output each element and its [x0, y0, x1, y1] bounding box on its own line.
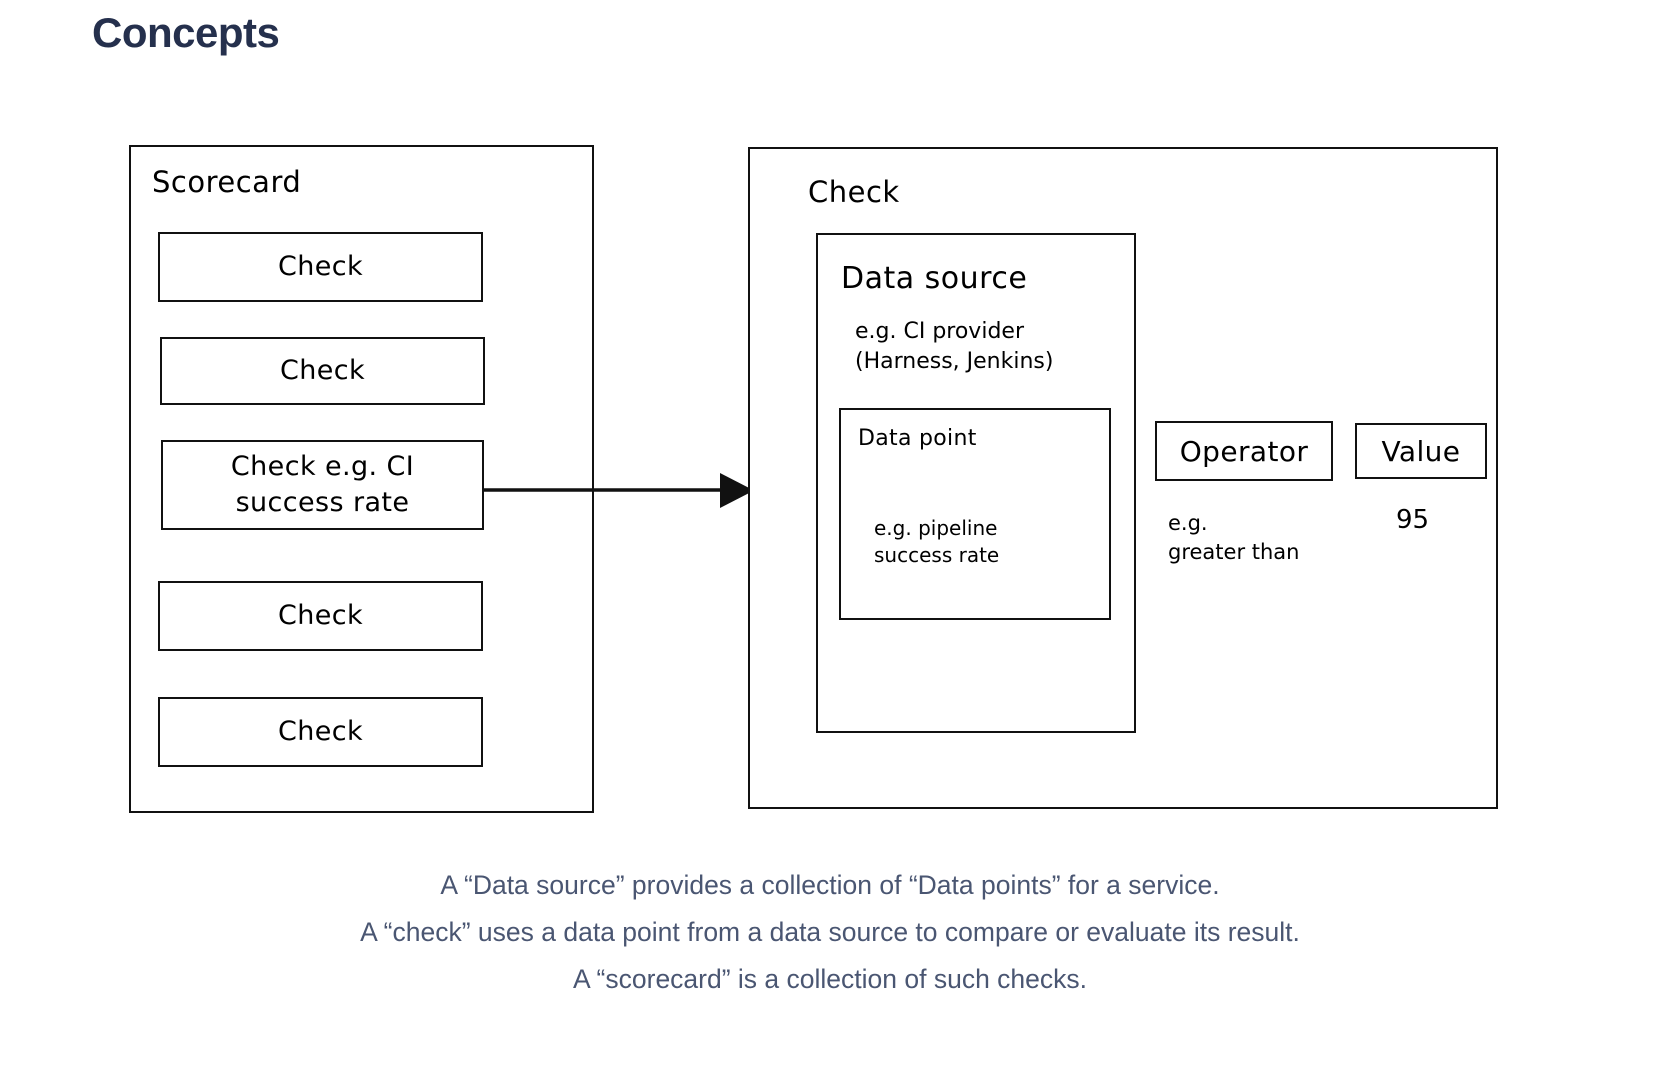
- scorecard-check-item-3[interactable]: Check e.g. CI success rate: [161, 440, 484, 530]
- scorecard-check-item-1[interactable]: Check: [158, 232, 483, 302]
- concepts-diagram: Scorecard Check Check Check e.g. CI succ…: [129, 145, 1498, 813]
- operator-box[interactable]: Operator: [1155, 421, 1333, 481]
- diagram-caption: A “Data source” provides a collection of…: [0, 862, 1660, 1003]
- scorecard-check-item-4[interactable]: Check: [158, 581, 483, 651]
- caption-line-2: A “check” uses a data point from a data …: [360, 917, 1300, 948]
- page-title: Concepts: [92, 9, 280, 56]
- caption-line-1: A “Data source” provides a collection of…: [440, 870, 1220, 900]
- scorecard-check-item-2[interactable]: Check: [160, 337, 485, 405]
- data-point-example: e.g. pipeline success rate: [874, 516, 1000, 567]
- check-detail-label: Check: [808, 175, 900, 209]
- data-source-example: e.g. CI provider (Harness, Jenkins): [855, 319, 1054, 374]
- value-box[interactable]: Value: [1355, 423, 1487, 479]
- data-source-title: Data source: [841, 261, 1028, 296]
- caption-line-3: A “scorecard” is a collection of such ch…: [572, 964, 1088, 995]
- data-point-title: Data point: [858, 426, 977, 451]
- value-example: 95: [1396, 505, 1430, 535]
- operator-example: e.g. greater than: [1168, 511, 1300, 565]
- scorecard-label: Scorecard: [152, 165, 302, 199]
- arrow-right-icon: [482, 473, 754, 508]
- data-point-container: [839, 408, 1111, 620]
- scorecard-check-item-5[interactable]: Check: [158, 697, 483, 767]
